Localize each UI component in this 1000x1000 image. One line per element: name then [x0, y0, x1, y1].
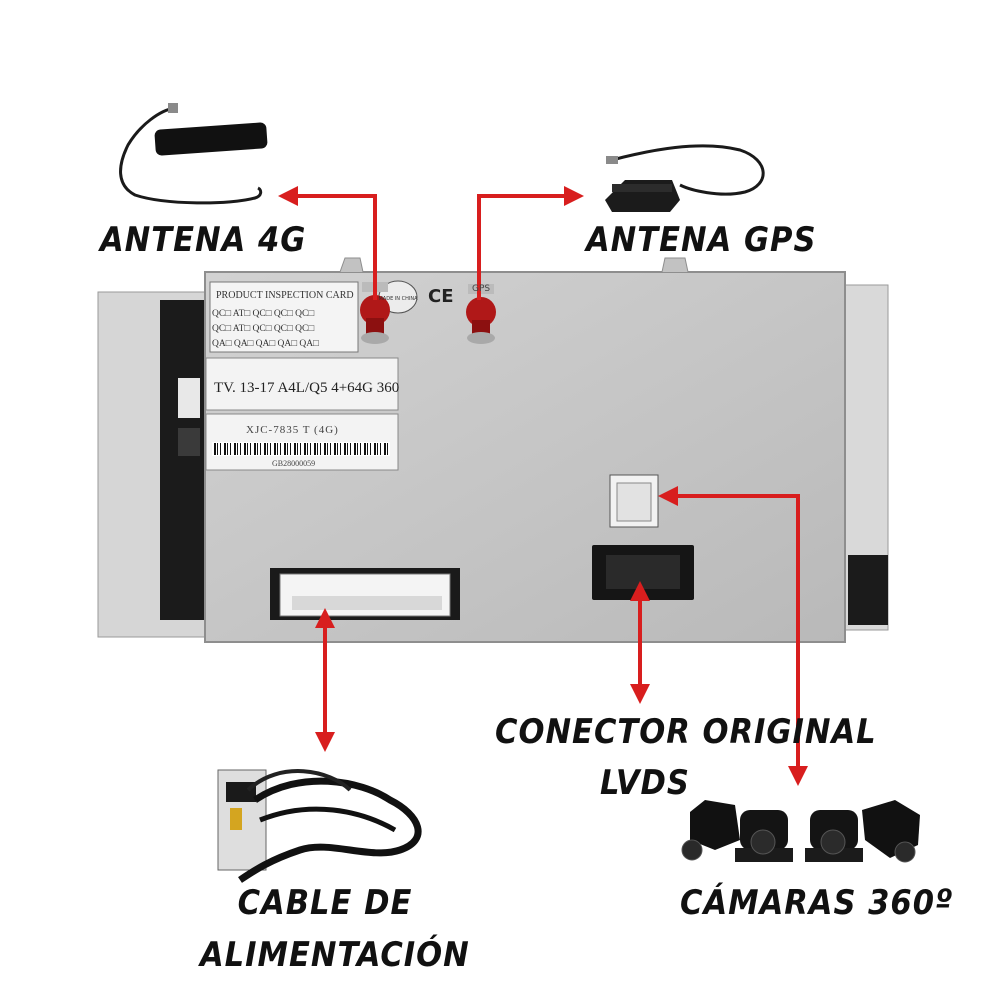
barcode-bar	[317, 443, 318, 455]
barcode-bar	[284, 443, 286, 455]
antenna-4g-image	[119, 103, 268, 205]
arrow-camaras-360	[658, 486, 808, 786]
barcode-bar	[274, 443, 276, 455]
barcode-bar	[277, 443, 278, 455]
barcode-bar	[230, 443, 231, 455]
barcode-bar	[364, 443, 366, 455]
arrow-antena-4g	[278, 186, 377, 300]
barcode-bar	[304, 443, 306, 455]
barcode-bar	[300, 443, 301, 455]
barcode-bar	[354, 443, 356, 455]
barcode-bar	[280, 443, 281, 455]
inspection-card-row2: QC□ AT□ QC□ QC□ QC□	[212, 324, 314, 334]
arrow-antena-gps	[477, 186, 584, 300]
barcode-bar	[290, 443, 291, 455]
barcode-bar	[314, 443, 316, 455]
barcode-bar	[267, 443, 268, 455]
power-connector	[270, 568, 460, 620]
made-in-china-badge: MADE IN CHINA	[378, 296, 418, 302]
barcode-bar	[350, 443, 351, 455]
barcode-bar	[240, 443, 241, 455]
inspection-card-title: PRODUCT INSPECTION CARD	[216, 290, 354, 301]
inspection-card-row3: QA□ QA□ QA□ QA□ QA□	[212, 339, 319, 349]
barcode-bar	[344, 443, 346, 455]
gps-mark: GPS	[472, 284, 490, 294]
barcode-bar	[224, 443, 226, 455]
serial-label: XJC-7835 T (4G)	[246, 424, 339, 436]
barcode-bar	[217, 443, 218, 455]
label-antena-4g: ANTENA 4G	[100, 220, 307, 260]
barcode-bar	[260, 443, 261, 455]
inspection-card-row1: QC□ AT□ QC□ QC□ QC□	[212, 309, 314, 319]
barcode-bar	[310, 443, 311, 455]
barcode-bar	[327, 443, 328, 455]
barcode-bar	[340, 443, 341, 455]
barcode-bar	[380, 443, 381, 455]
barcode-bar	[357, 443, 358, 455]
barcode-bar	[237, 443, 238, 455]
barcode-bar	[244, 443, 246, 455]
camera-connector	[609, 474, 659, 528]
barcode-bar	[254, 443, 256, 455]
label-cable-line1: CABLE DE	[237, 883, 413, 923]
barcode-bar	[347, 443, 348, 455]
barcode-bar	[360, 443, 361, 455]
barcode-bar	[234, 443, 236, 455]
label-conector-line2: LVDS	[600, 763, 690, 803]
barcode-number: GB28000059	[272, 459, 315, 468]
cameras-360-image	[681, 800, 920, 863]
barcode-bar	[250, 443, 251, 455]
power-cable-image	[217, 769, 422, 883]
antenna-gps-image	[605, 144, 765, 212]
barcode-bar	[334, 443, 336, 455]
barcode-bar	[337, 443, 338, 455]
barcode-bar	[264, 443, 266, 455]
barcode-bar	[330, 443, 331, 455]
barcode-bar	[370, 443, 371, 455]
barcode-bar	[220, 443, 221, 455]
barcode-bar	[377, 443, 378, 455]
barcode-bar	[294, 443, 296, 455]
barcode-bar	[287, 443, 288, 455]
barcode-bar	[227, 443, 228, 455]
barcode-bar	[367, 443, 368, 455]
barcode-bar	[247, 443, 248, 455]
barcode-bar	[214, 443, 216, 455]
label-cable-line2: ALIMENTACIÓN	[200, 935, 470, 975]
barcode-bar	[297, 443, 298, 455]
label-antena-gps: ANTENA GPS	[586, 220, 817, 260]
barcode-bar	[374, 443, 376, 455]
barcode-bar	[307, 443, 308, 455]
ce-mark: CE	[428, 286, 454, 307]
barcode-bar	[387, 443, 388, 455]
barcode-bar	[270, 443, 271, 455]
barcode-bar	[324, 443, 326, 455]
model-label: TV. 13-17 A4L/Q5 4+64G 360	[214, 380, 399, 396]
label-conector-line1: CONECTOR ORIGINAL	[495, 712, 877, 752]
barcode-bar	[257, 443, 258, 455]
barcode-bar	[320, 443, 321, 455]
barcode-bar	[384, 443, 386, 455]
label-camaras-360: CÁMARAS 360º	[680, 883, 954, 923]
device-unit	[97, 257, 889, 643]
